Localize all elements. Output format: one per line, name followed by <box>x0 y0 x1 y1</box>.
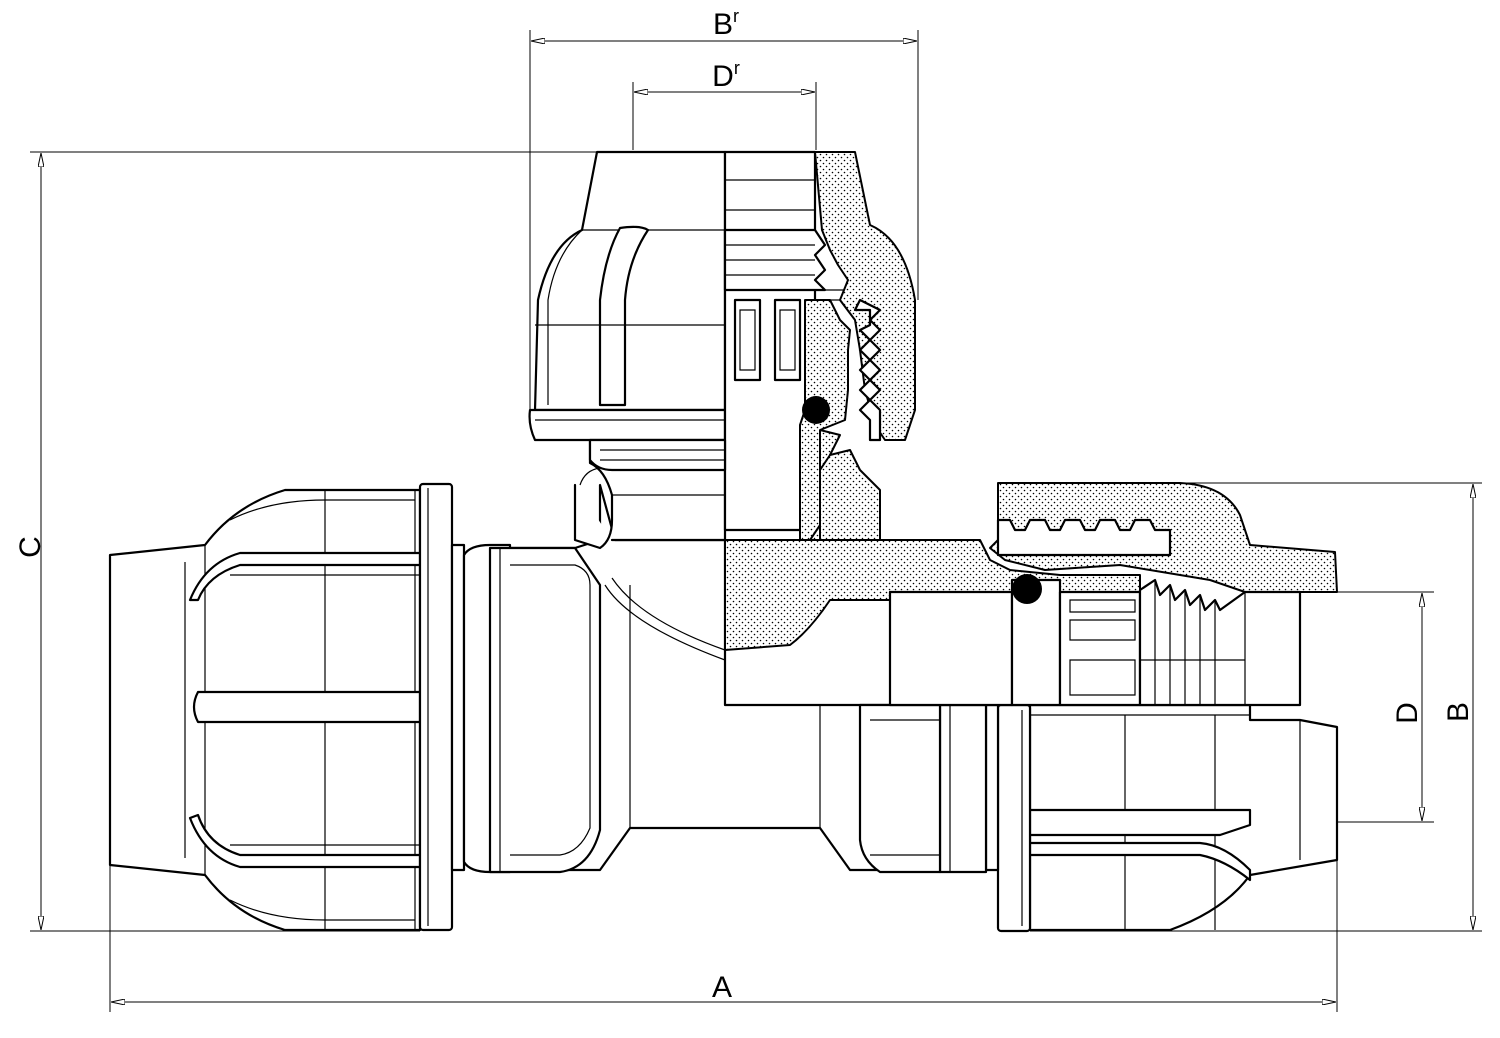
top-nut <box>528 150 916 541</box>
left-coupling-ring <box>462 543 602 874</box>
left-nut <box>108 482 466 932</box>
dimension-lines <box>30 30 1482 1012</box>
dim-label-a: A <box>712 971 732 1004</box>
o-ring-top <box>802 396 830 424</box>
dim-label-d: D <box>1391 702 1424 724</box>
dim-label-b-branch: Br <box>713 6 739 41</box>
dim-label-d-branch: Dr <box>712 58 740 93</box>
branch-stem <box>588 438 727 472</box>
dim-label-c: C <box>14 536 47 558</box>
o-ring-right <box>1012 574 1042 604</box>
right-nut-section <box>724 429 1338 707</box>
dim-label-b: B <box>1442 702 1475 722</box>
right-nut <box>858 703 1339 933</box>
